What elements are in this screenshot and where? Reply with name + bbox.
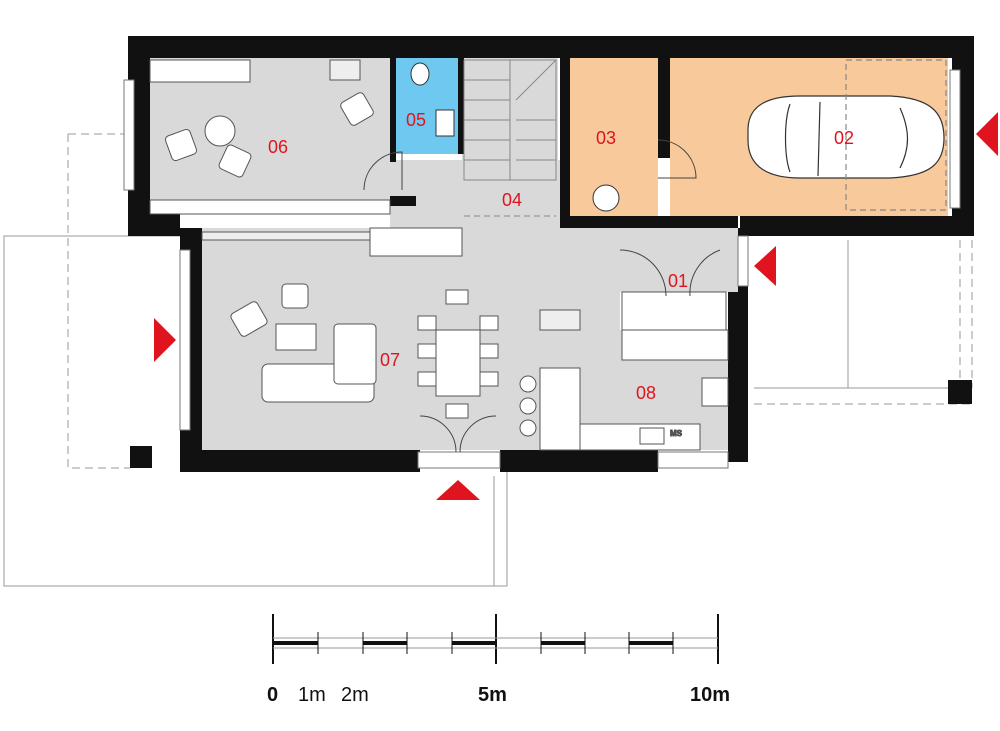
room-label-08: 08 [636, 383, 656, 403]
sink-icon [435, 109, 455, 137]
stairs-icon [463, 59, 557, 217]
entrance-arrows [154, 112, 998, 500]
floor-hall-top [390, 160, 560, 228]
entrance-arrow-icon [754, 246, 776, 286]
toilet-icon [410, 62, 430, 86]
floors [148, 58, 948, 450]
entrance-arrow-icon [976, 112, 998, 156]
kitchen-furniture: MS [539, 291, 729, 451]
room-label-07: 07 [380, 350, 400, 370]
entrance-arrow-icon [436, 480, 480, 500]
dining-table-icon [435, 329, 481, 397]
scale-label-1m: 1m [298, 684, 326, 706]
armchair-icon [281, 283, 309, 309]
scale-label-2m: 2m [341, 684, 369, 706]
ms-label: MS [670, 429, 683, 438]
scale-label-10m: 10m [690, 684, 730, 706]
room-label-02: 02 [834, 128, 854, 148]
living-furniture [201, 227, 581, 437]
room-label-01: 01 [668, 271, 688, 291]
boiler-icon [592, 184, 620, 212]
scale-label-5m: 5m [478, 684, 507, 706]
scale-bar: 0 1m 2m 5m 10m [267, 614, 730, 706]
room-06-furniture [149, 59, 391, 215]
scale-label-0: 0 [267, 684, 278, 706]
kitchen-sink-icon [639, 427, 665, 445]
doors [363, 139, 721, 453]
windows [123, 69, 961, 469]
bathroom-fixtures [410, 62, 455, 137]
room-label-06: 06 [268, 137, 288, 157]
room-label-03: 03 [596, 128, 616, 148]
car-icon [747, 59, 947, 211]
room-label-04: 04 [502, 190, 522, 210]
floor-01 [620, 228, 738, 292]
room-label-05: 05 [406, 110, 426, 130]
room-labels: 01 02 03 04 05 06 07 08 [268, 110, 854, 403]
stove-icon [701, 377, 729, 407]
entrance-arrow-icon [154, 318, 176, 362]
